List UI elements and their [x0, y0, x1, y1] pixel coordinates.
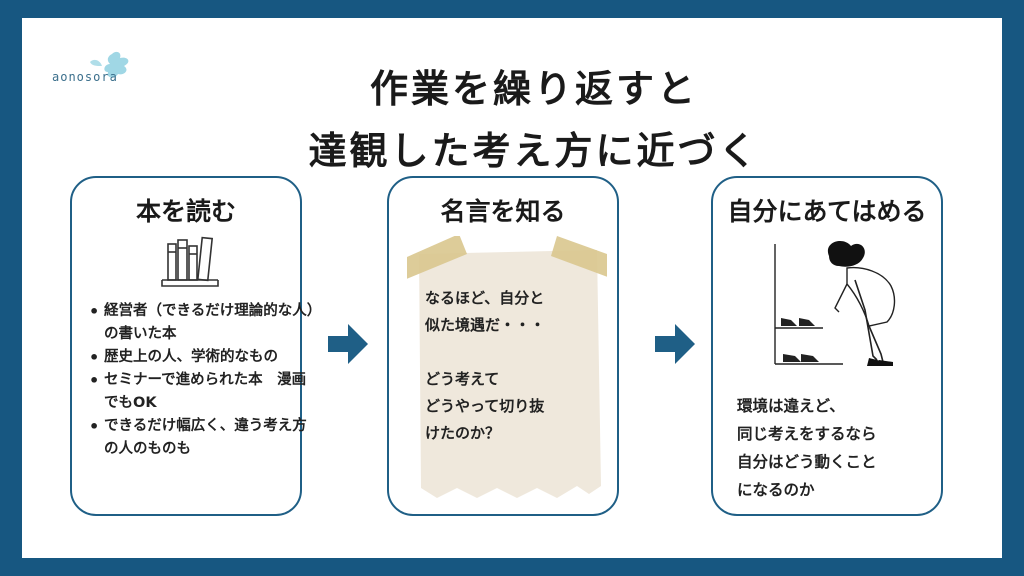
logo-text: aonosora — [52, 70, 118, 84]
list-item: 経営者（できるだけ理論的な人）の書いた本 — [89, 300, 314, 346]
page-title: 作業を繰り返すと 達観した考え方に近づく — [172, 58, 896, 182]
paper-note-icon — [407, 236, 607, 498]
title-line-2: 達観した考え方に近づく — [308, 129, 760, 173]
card-title: 本を読む — [135, 197, 236, 226]
title-line-1: 作業を繰り返すと — [369, 67, 698, 111]
list-item: セミナーで進められた本 漫画でもOK — [89, 369, 314, 415]
woman-shoes-icon — [774, 241, 896, 366]
apply-self-text: 環境は違えど、 同じ考えをするなら 自分はどう動くこと になるのか — [737, 397, 877, 499]
card-title: 自分にあてはめる — [727, 197, 927, 226]
arrow-right-icon — [655, 324, 695, 364]
card-apply-self: 自分にあてはめる 環境は違えど、 同じ考えをするなら 自分はどう動くこと になる… — [711, 176, 943, 516]
quote-note-text: なるほど、自分と 似た境遇だ・・・ どう考えて どうやって切り抜 けたのか？ — [425, 289, 546, 442]
reading-list: 経営者（できるだけ理論的な人）の書いた本 歴史上の人、学術的なもの セミナーで進… — [88, 300, 314, 461]
card-read-books: 本を読む 経営者（できるだけ理論的な人）の書いた本 歴史上の人、学術的なもの セ… — [70, 176, 314, 516]
card-know-quotes: 名言を知る なるほど、自分と 似た境遇だ・・・ どう考えて どうやって切り抜 け… — [387, 176, 619, 516]
books-icon — [161, 236, 219, 287]
card-title: 名言を知る — [440, 197, 566, 226]
list-item: できるだけ幅広く、違う考え方の人のものも — [89, 415, 314, 461]
list-item: 歴史上の人、学術的なもの — [89, 346, 314, 369]
bird-logo-icon — [90, 51, 129, 78]
arrow-right-icon — [328, 324, 368, 364]
